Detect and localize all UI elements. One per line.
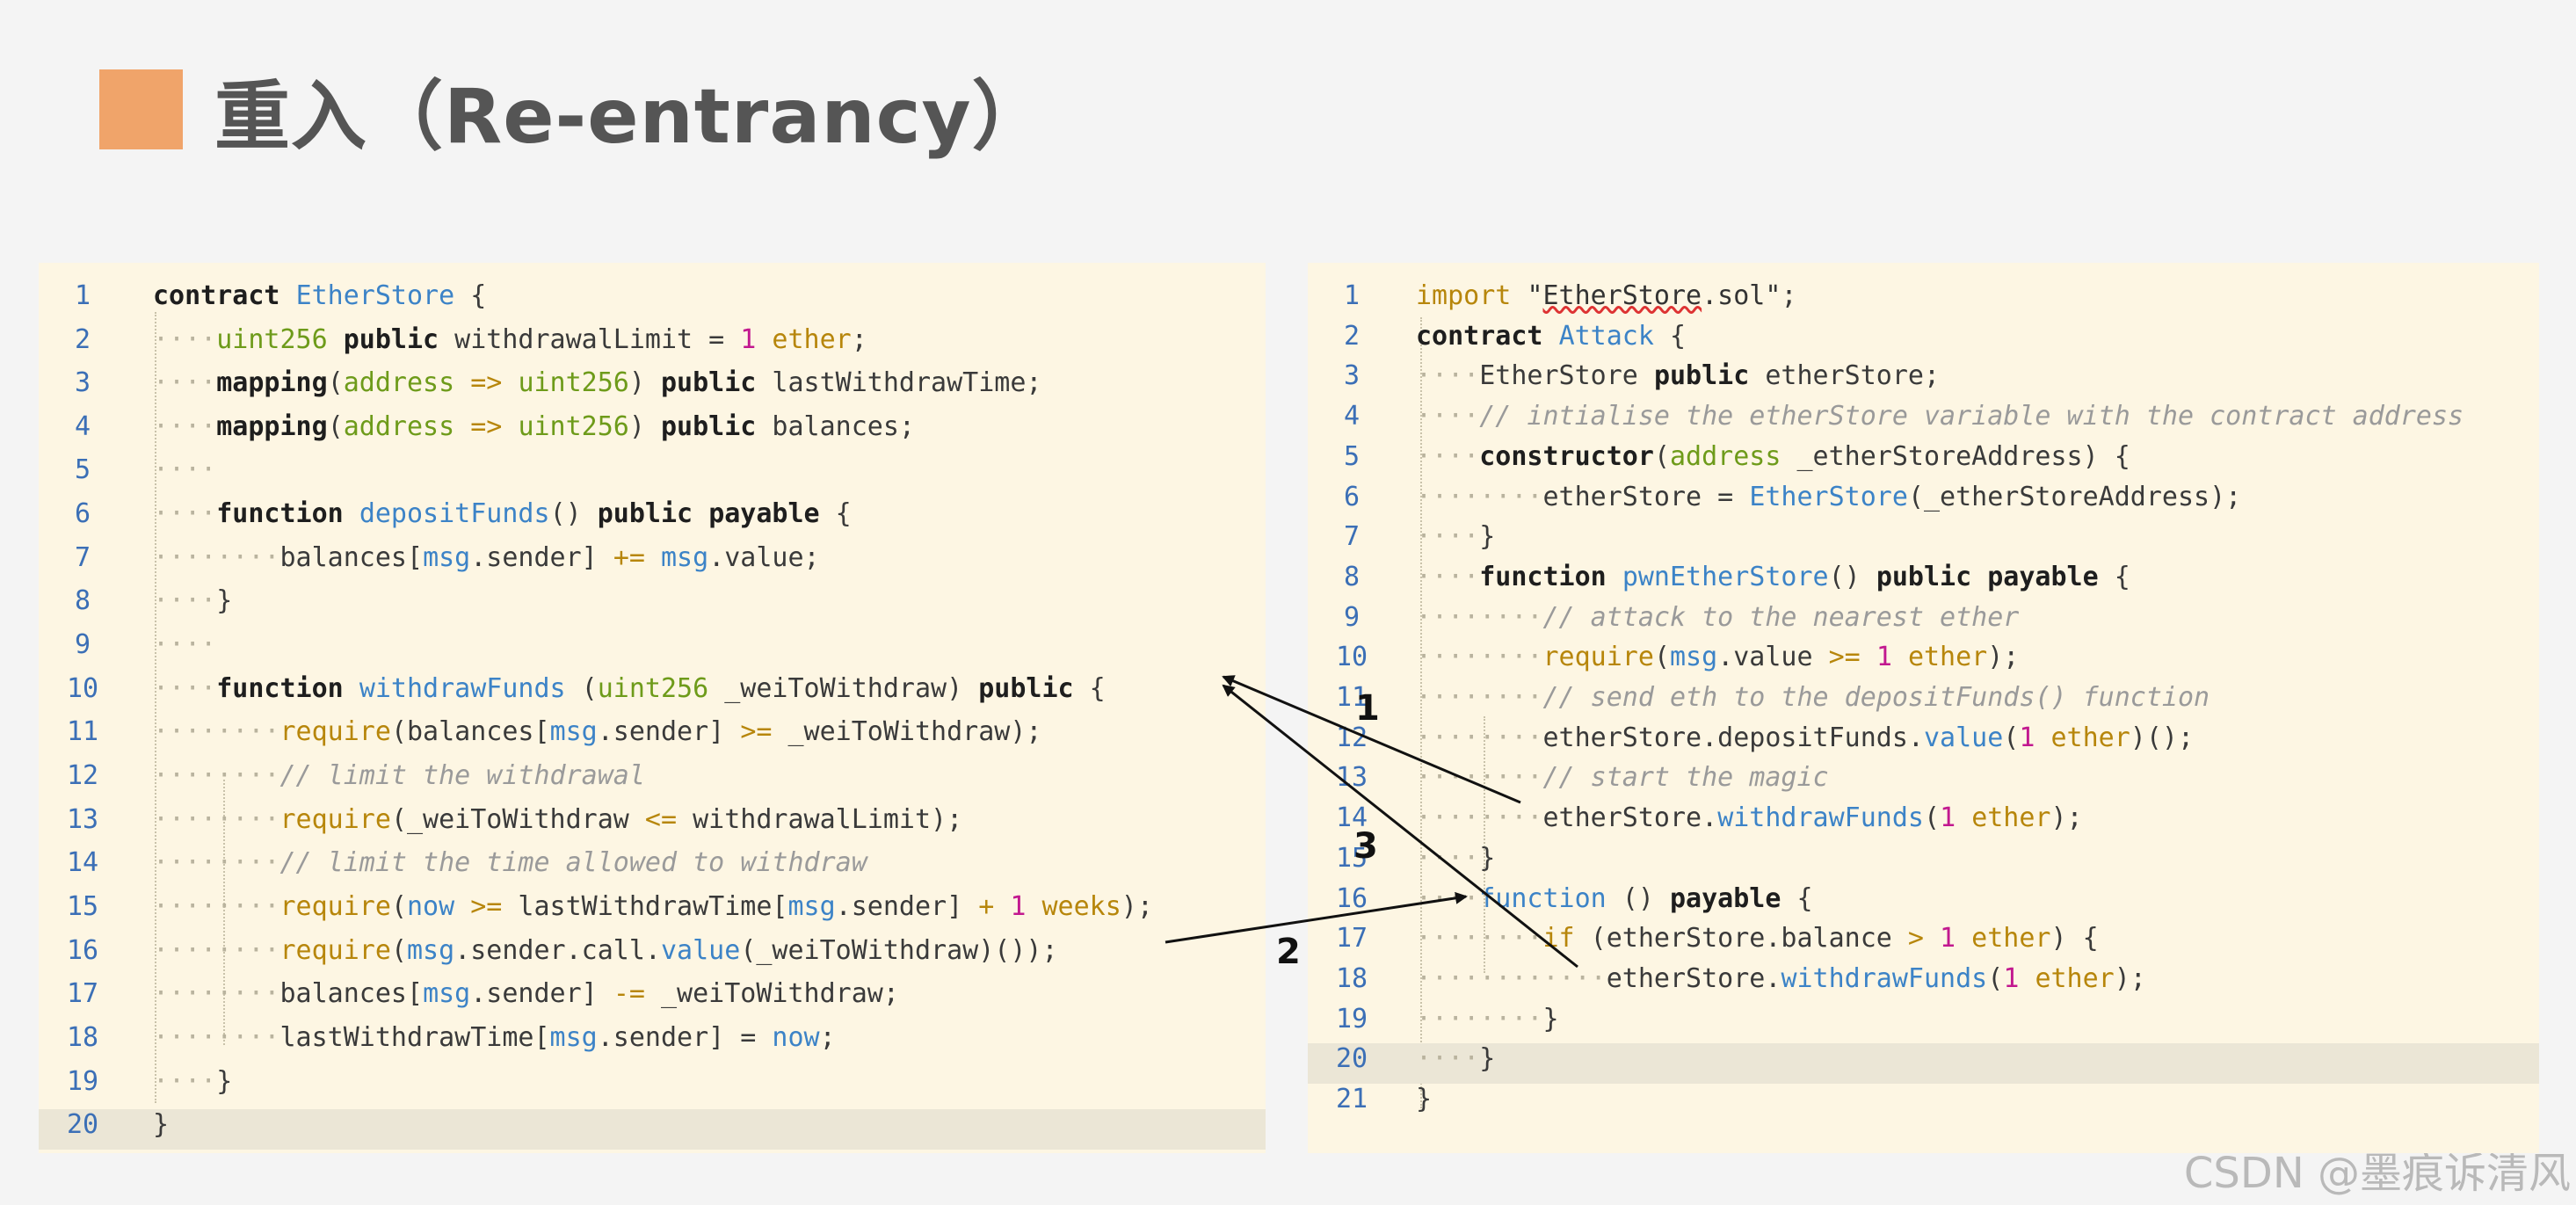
code-line: 11········// send eth to the depositFund… (1308, 682, 2539, 722)
code-line: 11········require(balances[msg.sender] >… (39, 716, 1266, 757)
code-line: 10····function withdrawFunds (uint256 _w… (39, 673, 1266, 714)
code-line: 9········// attack to the nearest ether (1308, 602, 2539, 642)
code-line: 16········require(msg.sender.call.value(… (39, 935, 1266, 976)
title-accent-square (99, 69, 183, 149)
line-number: 7 (1343, 521, 1361, 552)
line-number: 6 (1343, 482, 1361, 512)
code-line: 5····constructor(address _etherStoreAddr… (1308, 441, 2539, 482)
line-number: 13 (66, 804, 99, 835)
line-number: 18 (66, 1022, 99, 1053)
csdn-watermark: CSDN @墨痕诉清风 (2183, 1149, 2571, 1198)
code-line: 14········etherStore.withdrawFunds(1 eth… (1308, 802, 2539, 843)
code-line: 13········// start the magic (1308, 762, 2539, 802)
line-number: 5 (74, 454, 91, 485)
code-line: 9···· (39, 629, 1266, 670)
line-number: 15 (1335, 843, 1368, 874)
indent-guide (155, 312, 156, 1103)
line-number: 11 (1335, 682, 1368, 713)
code-line: 6····function depositFunds() public paya… (39, 498, 1266, 539)
code-line: 20····} (1308, 1043, 2539, 1084)
line-number: 10 (66, 673, 99, 704)
line-number: 3 (74, 367, 91, 398)
line-number: 20 (1335, 1043, 1368, 1074)
line-number: 17 (66, 978, 99, 1009)
code-line: 16····function () payable { (1308, 883, 2539, 924)
code-line: 8····function pwnEtherStore() public pay… (1308, 562, 2539, 602)
line-number: 1 (1343, 280, 1361, 311)
code-line: 7····} (1308, 521, 2539, 562)
code-line: 18········lastWithdrawTime[msg.sender] =… (39, 1022, 1266, 1063)
line-number: 3 (1343, 360, 1361, 391)
line-number: 6 (74, 498, 91, 529)
code-line: 3····EtherStore public etherStore; (1308, 360, 2539, 401)
line-number: 2 (1343, 321, 1361, 352)
line-number: 9 (1343, 602, 1361, 633)
code-line: 12········etherStore.depositFunds.value(… (1308, 722, 2539, 763)
line-number: 7 (74, 542, 91, 573)
line-number: 8 (74, 585, 91, 616)
line-number: 14 (1335, 802, 1368, 833)
line-number: 15 (66, 891, 99, 922)
line-number: 11 (66, 716, 99, 747)
code-line: 20} (39, 1109, 1266, 1150)
line-number: 5 (1343, 441, 1361, 472)
code-line: 8····} (39, 585, 1266, 626)
code-line: 15····} (1308, 843, 2539, 883)
line-number: 20 (66, 1109, 99, 1140)
code-line: 10········require(msg.value >= 1 ether); (1308, 642, 2539, 682)
line-number: 19 (1335, 1004, 1368, 1034)
code-line: 19········} (1308, 1004, 2539, 1044)
title-text: 重入（Re-entrancy） (214, 72, 1049, 161)
code-line: 17········if (etherStore.balance > 1 eth… (1308, 923, 2539, 963)
code-line: 19····} (39, 1066, 1266, 1107)
code-line: 4····mapping(address => uint256) public … (39, 411, 1266, 452)
line-number: 8 (1343, 562, 1361, 592)
line-number: 19 (66, 1066, 99, 1097)
code-line: 13········require(_weiToWithdraw <= with… (39, 804, 1266, 845)
code-line: 17········balances[msg.sender] -= _weiTo… (39, 978, 1266, 1019)
slide-title: 重入（Re-entrancy） (99, 65, 1049, 161)
code-line: 15········require(now >= lastWithdrawTim… (39, 891, 1266, 932)
line-number: 12 (1335, 722, 1368, 753)
line-number: 16 (1335, 883, 1368, 914)
code-line: 5···· (39, 454, 1266, 495)
code-line: 2····uint256 public withdrawalLimit = 1 … (39, 324, 1266, 365)
line-number: 17 (1335, 923, 1368, 954)
indent-guide (223, 780, 225, 1045)
code-line: 7········balances[msg.sender] += msg.val… (39, 542, 1266, 583)
line-number: 1 (74, 280, 91, 311)
code-line: 3····mapping(address => uint256) public … (39, 367, 1266, 408)
line-number: 12 (66, 760, 99, 791)
line-number: 2 (74, 324, 91, 355)
line-number: 18 (1335, 963, 1368, 994)
line-number: 10 (1335, 642, 1368, 672)
code-line: 14········// limit the time allowed to w… (39, 847, 1266, 888)
line-number: 4 (1343, 401, 1361, 432)
line-number: 14 (66, 847, 99, 878)
line-number: 16 (66, 935, 99, 966)
arrow-label-3: 3 (1353, 826, 1378, 867)
line-number: 21 (1335, 1084, 1368, 1114)
arrow-label-2: 2 (1276, 932, 1301, 972)
code-line: 12········// limit the withdrawal (39, 760, 1266, 801)
line-number: 13 (1335, 762, 1368, 793)
code-line: 6········etherStore = EtherStore(_etherS… (1308, 482, 2539, 522)
code-line: 21} (1308, 1084, 2539, 1124)
code-line: 18············etherStore.withdrawFunds(1… (1308, 963, 2539, 1004)
line-number: 9 (74, 629, 91, 660)
line-number: 4 (74, 411, 91, 442)
code-line: 4····// intialise the etherStore variabl… (1308, 401, 2539, 441)
arrow-label-1: 1 (1355, 688, 1380, 729)
